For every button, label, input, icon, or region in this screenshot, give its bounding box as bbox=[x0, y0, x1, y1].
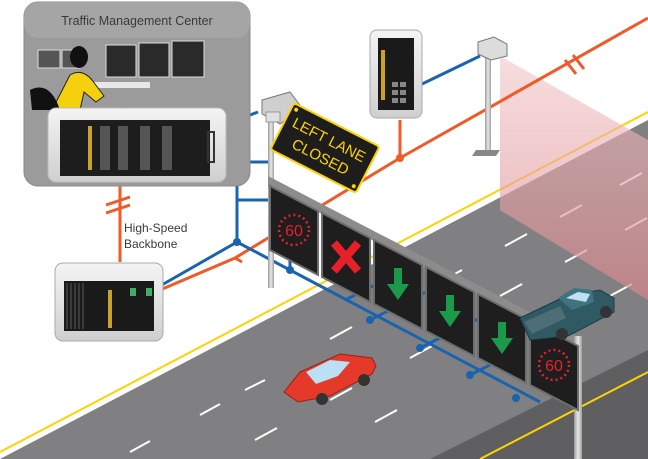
monitor-wall-icon bbox=[37, 40, 205, 88]
operator-icon bbox=[30, 46, 105, 111]
radar-sensor bbox=[472, 36, 508, 156]
gantry-panel-lane-closed bbox=[321, 211, 371, 304]
edge-switch-icon bbox=[378, 38, 414, 110]
backbone-label-line1: High-Speed bbox=[124, 221, 187, 235]
core-switch-icon bbox=[60, 120, 215, 176]
road-edge-line-right bbox=[479, 371, 648, 459]
variable-message-sign: LEFT LANE CLOSED bbox=[270, 103, 380, 193]
down-arrow-icon bbox=[439, 295, 461, 327]
junction-node bbox=[396, 154, 404, 162]
gantry-panel-lane-open bbox=[425, 265, 475, 358]
radar-detection-zone bbox=[500, 56, 648, 300]
speed-ring-icon bbox=[277, 213, 311, 247]
down-arrow-icon bbox=[491, 322, 513, 354]
speed-limit-value: 60 bbox=[545, 358, 563, 375]
field-switch-icon bbox=[64, 281, 154, 331]
down-arrow-icon bbox=[387, 268, 409, 300]
overhead-gantry: 60 60 bbox=[268, 176, 582, 459]
backbone-label-line2: Backbone bbox=[124, 237, 178, 251]
edge-switch bbox=[369, 29, 423, 119]
pickup-truck bbox=[519, 288, 615, 341]
road-shoulder bbox=[430, 350, 648, 459]
tmc-title: Traffic Management Center bbox=[61, 14, 212, 28]
link-break-icon bbox=[105, 54, 586, 215]
traffic-management-center: Traffic Management Center bbox=[23, 1, 251, 187]
red-x-icon bbox=[330, 240, 362, 274]
field-switch bbox=[54, 262, 164, 342]
speed-ring-icon bbox=[537, 348, 571, 382]
gantry-panel-lane-open bbox=[477, 292, 527, 385]
speed-limit-value: 60 bbox=[285, 223, 303, 240]
radar-sensor-icon bbox=[477, 36, 508, 61]
gantry-panel-speed-limit: 60 bbox=[269, 184, 319, 277]
gantry-panel-speed-limit: 60 bbox=[529, 319, 579, 412]
red-car bbox=[283, 353, 377, 405]
gantry-panel-lane-open bbox=[373, 238, 423, 331]
